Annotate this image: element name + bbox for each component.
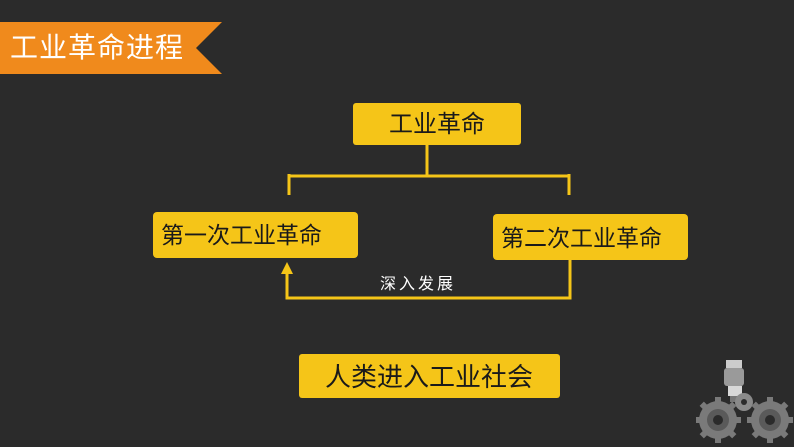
section-banner: 工业革命进程 xyxy=(0,22,222,74)
arrow-label: 深入发展 xyxy=(380,274,457,293)
node-industrial-revolution: 工业革命 xyxy=(353,103,521,145)
banner-shape xyxy=(0,22,222,74)
gears-robot-hand-icon xyxy=(696,360,793,443)
node-first-revolution: 第一次工业革命 xyxy=(153,212,358,258)
banner-title: 工业革命进程 xyxy=(10,31,185,64)
develop-arrow-path xyxy=(285,260,572,300)
develop-arrow-head xyxy=(281,262,293,274)
node-second-revolution: 第二次工业革命 xyxy=(493,214,688,260)
node-industrial-society: 人类进入工业社会 xyxy=(299,354,560,398)
